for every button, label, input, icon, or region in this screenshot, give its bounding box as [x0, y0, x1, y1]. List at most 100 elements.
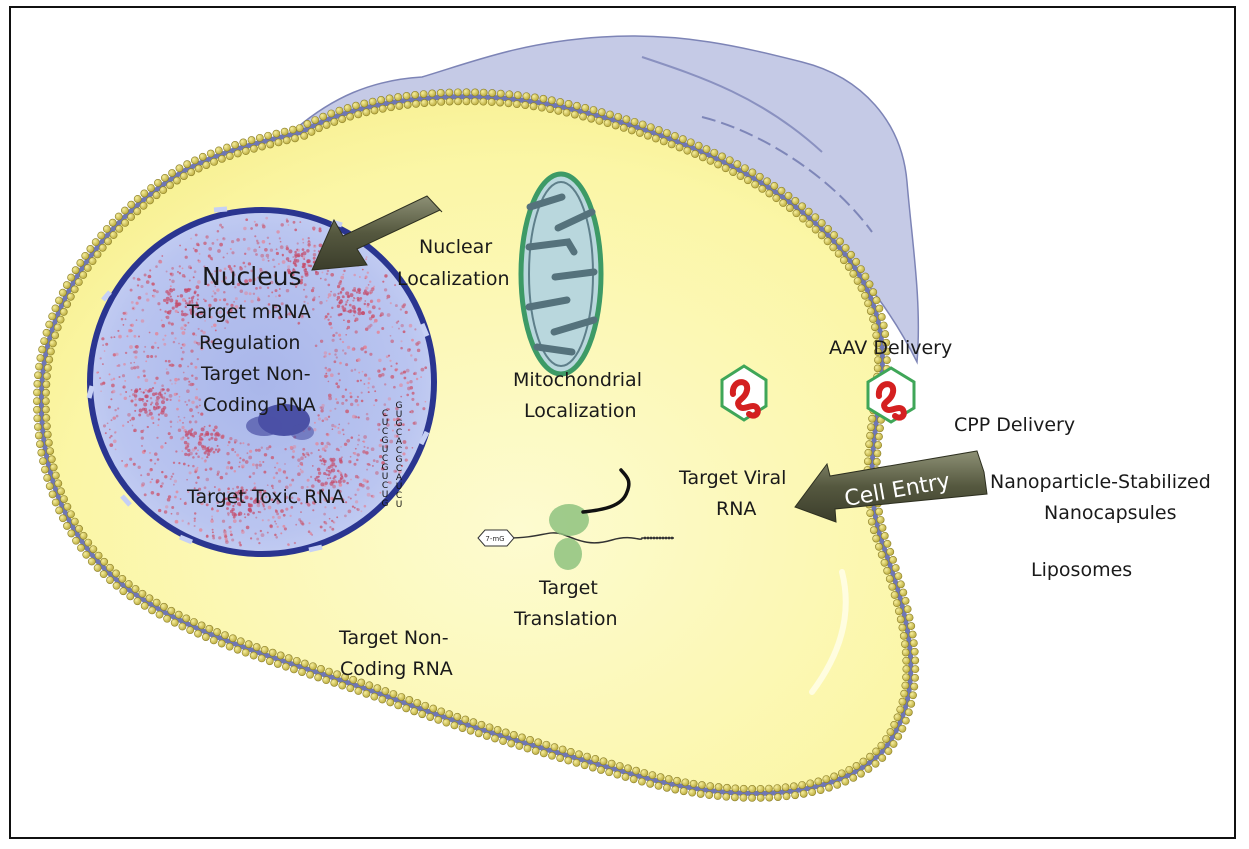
chromatin-dot [230, 533, 233, 537]
membrane-bead [349, 675, 358, 684]
regulation-label: Regulation [199, 332, 301, 354]
membrane-bead [104, 237, 112, 246]
chromatin-dot [341, 401, 345, 405]
chromatin-dot [321, 403, 325, 408]
chromatin-dot [156, 492, 160, 497]
membrane-bead [491, 734, 499, 743]
membrane-bead [667, 140, 676, 149]
membrane-bead [702, 145, 711, 154]
chromatin-dot [156, 458, 160, 461]
chromatin-dot [333, 360, 337, 364]
chromatin-dot [395, 321, 399, 324]
chromatin-dot [175, 521, 178, 523]
chromatin-dot [318, 455, 322, 458]
chromatin-dot [378, 443, 383, 448]
chromatin-dot [171, 383, 173, 385]
chromatin-dot [174, 495, 177, 499]
chromatin-dot [206, 432, 210, 436]
chromatin-dot [378, 307, 381, 310]
chromatin-dot [299, 461, 304, 466]
membrane-bead [241, 147, 250, 155]
membrane-bead [63, 502, 72, 511]
chromatin-dot [310, 451, 313, 455]
target-translation-line2: Translation [514, 608, 618, 630]
chromatin-dot [192, 464, 195, 468]
chromatin-dot [333, 475, 337, 479]
membrane-bead [205, 624, 214, 633]
membrane-bead [250, 144, 258, 153]
chromatin-dot [386, 294, 391, 299]
chromatin-dot [325, 473, 328, 476]
membrane-bead [866, 431, 874, 440]
membrane-bead [479, 97, 488, 106]
chromatin-dot [405, 368, 410, 373]
chromatin-dot [137, 284, 140, 287]
chromatin-dot [137, 375, 140, 379]
chromatin-dot [263, 470, 267, 474]
virus-particle [720, 364, 768, 422]
chromatin-dot [151, 387, 155, 390]
membrane-bead [811, 225, 820, 234]
chromatin-dot [411, 397, 415, 401]
chromatin-dot [367, 325, 371, 329]
chromatin-dot [149, 411, 153, 416]
chromatin-dot [364, 350, 368, 354]
membrane-bead [33, 405, 41, 414]
membrane-bead [434, 715, 443, 724]
chromatin-dot [280, 509, 284, 513]
membrane-bead [710, 148, 719, 157]
chromatin-dot [364, 300, 367, 302]
chromatin-dot [194, 376, 198, 380]
chromatin-dot [234, 317, 237, 320]
chromatin-dot [323, 471, 327, 476]
membrane-bead [872, 331, 881, 340]
chromatin-dot [258, 463, 262, 467]
membrane-bead [564, 99, 573, 108]
chromatin-dot [404, 310, 408, 314]
membrane-bead [298, 668, 306, 676]
membrane-bead [718, 152, 726, 161]
chromatin-dot [296, 242, 299, 245]
chromatin-dot [112, 416, 116, 420]
chromatin-dot [110, 336, 113, 339]
chromatin-dot [398, 470, 402, 474]
chromatin-dot [292, 268, 296, 273]
chromatin-dot [204, 320, 206, 322]
membrane-bead [507, 739, 516, 748]
chromatin-dot [146, 425, 149, 429]
chromatin-dot [211, 528, 214, 531]
membrane-bead [108, 218, 117, 227]
chromatin-dot [194, 396, 199, 400]
membrane-bead [725, 156, 734, 165]
membrane-bead [173, 176, 181, 185]
chromatin-dot [173, 479, 178, 483]
chromatin-dot [391, 429, 394, 432]
membrane-bead [894, 732, 903, 741]
chromatin-dot [170, 425, 172, 428]
chromatin-dot [140, 398, 144, 401]
chromatin-dot [167, 359, 171, 363]
chromatin-dot [272, 476, 276, 479]
membrane-bead [322, 121, 331, 129]
chromatin-dot [397, 423, 401, 427]
chromatin-dot [187, 522, 190, 526]
chromatin-dot [154, 392, 158, 396]
chromatin-dot [376, 298, 381, 303]
membrane-bead [202, 161, 211, 170]
membrane-bead [288, 125, 297, 134]
chromatin-dot [314, 344, 318, 348]
membrane-bead [330, 118, 339, 126]
chromatin-dot [364, 275, 368, 279]
target-translation-line1: Target [539, 577, 598, 599]
chromatin-dot [187, 448, 191, 453]
membrane-bead [91, 238, 100, 247]
membrane-bead [814, 777, 823, 786]
chromatin-dot [165, 270, 168, 273]
chromatin-dot [253, 248, 257, 253]
membrane-bead [566, 747, 575, 756]
membrane-bead [58, 288, 67, 297]
chromatin-dot [186, 403, 188, 406]
chromatin-dot [315, 271, 319, 276]
chromatin-dot [287, 224, 290, 226]
chromatin-dot [129, 288, 133, 292]
